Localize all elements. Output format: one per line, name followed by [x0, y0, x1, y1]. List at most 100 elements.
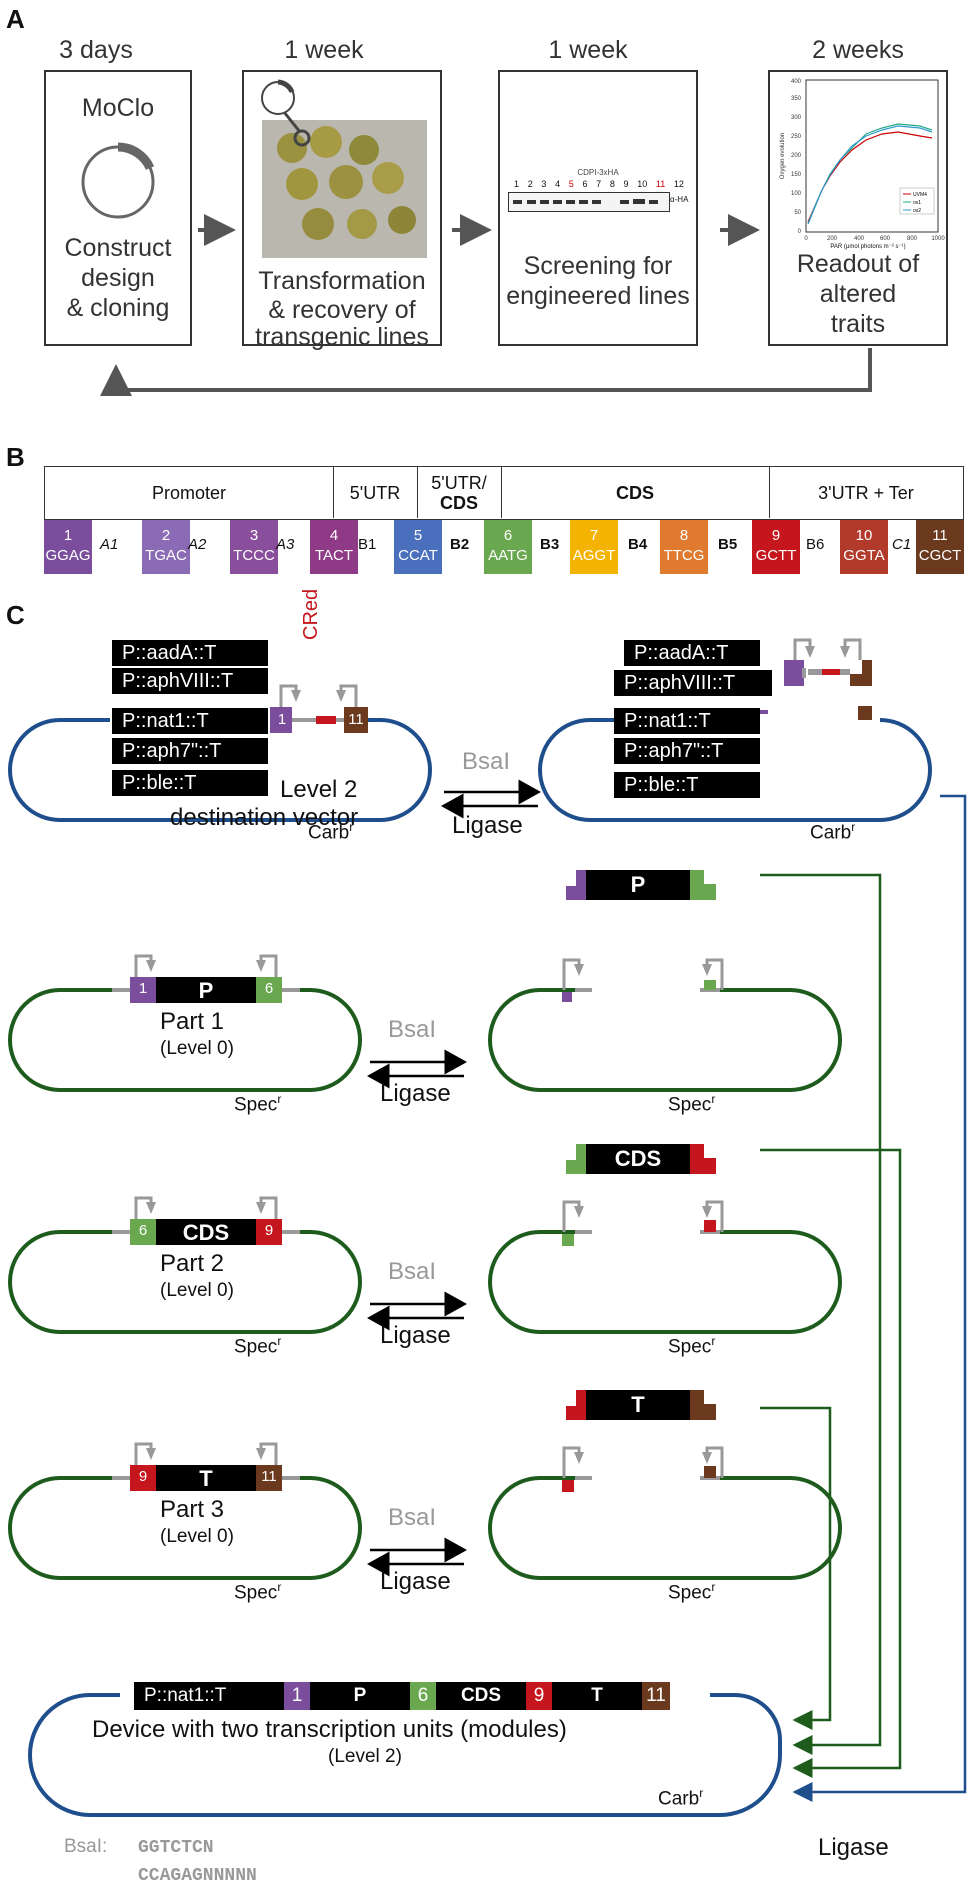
fragment-p: P — [630, 872, 646, 897]
marker-ble: P::ble::T — [112, 770, 268, 796]
marker-nat1: P::nat1::T — [112, 708, 268, 734]
spec-resistance-1b: Specr — [668, 1092, 716, 1116]
gap-label: B5 — [718, 536, 738, 553]
part-overhang: GGTA — [843, 547, 885, 564]
xtick: 600 — [880, 236, 891, 242]
blot-title: CDPI-3xHA — [577, 168, 619, 177]
part3-mid: T — [199, 1466, 213, 1491]
bsai-label-1: BsaI — [462, 748, 511, 775]
part3-level: (Level 0) — [160, 1526, 234, 1547]
ytick: 200 — [791, 153, 802, 159]
part2-name: Part 2 — [160, 1250, 225, 1277]
device-p: P — [310, 1682, 410, 1710]
bsai-label-4: BsaI — [388, 1504, 437, 1531]
device-t: T — [552, 1682, 642, 1710]
mini-chart-xlabel: PAR (μmol photons m⁻² s⁻¹) — [830, 244, 906, 250]
step4-text-1: Readout of — [796, 250, 920, 278]
segment-5utr: 5'UTR — [333, 467, 418, 518]
step2-text-3: transgenic lines — [255, 323, 429, 351]
part1-level: (Level 0) — [160, 1038, 234, 1059]
carb-resistance-2: Carbr — [810, 820, 856, 844]
xtick: 800 — [907, 236, 918, 242]
segment-promoter: Promoter — [45, 467, 334, 518]
part1-left-site: 1 — [138, 980, 148, 997]
gap-label: C1 — [892, 536, 912, 553]
legend-item: ox2 — [913, 208, 921, 214]
device-level: (Level 2) — [328, 1746, 402, 1767]
device-bar: P::nat1::T 1 P 6 CDS 9 T 11 — [134, 1682, 670, 1710]
bsai-site-label: BsaI: — [64, 1836, 108, 1857]
ligase-label-3: Ligase — [380, 1322, 451, 1349]
fragment-t: T — [631, 1392, 645, 1417]
ytick: 0 — [798, 229, 802, 235]
step1-duration: 3 days — [59, 36, 133, 64]
step1-text-1: Construct — [64, 234, 172, 262]
panel-a-arrows — [100, 214, 872, 396]
step4-duration: 2 weeks — [812, 36, 904, 64]
ytick: 350 — [791, 96, 802, 102]
device-title: Device with two transcription units (mod… — [92, 1716, 567, 1743]
ligase-bottom: Ligase — [818, 1834, 889, 1861]
part2-right-site: 9 — [264, 1222, 274, 1239]
step2-text-2: & recovery of — [268, 296, 416, 324]
blot-membrane — [508, 192, 670, 212]
step1-box: MoClo Construct design & cloning — [44, 70, 192, 346]
part-overhang: CGCT — [918, 547, 962, 564]
bsai-label-3: BsaI — [388, 1258, 437, 1285]
step3-text-2: engineered lines — [506, 282, 690, 310]
marker-nat1-2: P::nat1::T — [614, 708, 760, 734]
device-site-11: 11 — [642, 1682, 670, 1710]
part2-mid: CDS — [182, 1220, 230, 1245]
spec-resistance-2b: Specr — [668, 1334, 716, 1358]
part-number: 5 — [413, 527, 423, 544]
xtick: 200 — [827, 236, 838, 242]
part-number: 2 — [161, 527, 171, 544]
ligase-label-1: Ligase — [452, 812, 523, 839]
device-marker: P::nat1::T — [134, 1682, 284, 1710]
part-number: 3 — [249, 527, 259, 544]
part-number: 6 — [503, 527, 513, 544]
step3-text-1: Screening for — [523, 252, 673, 280]
part-number: 8 — [679, 527, 689, 544]
step4-text-2: altered — [819, 280, 897, 308]
panel-a-letter: A — [6, 4, 25, 34]
mini-chart: 0 50 100 150 200 250 300 350 400 0 200 4… — [780, 79, 945, 242]
part-overhang: GCTT — [755, 547, 797, 564]
part1-right-site: 6 — [264, 980, 274, 997]
bsai-seq-top: GGTCTCN — [138, 1838, 214, 1858]
bsai-label-2: BsaI — [388, 1016, 437, 1043]
part-number: 1 — [63, 527, 73, 544]
ytick: 400 — [791, 79, 802, 85]
marker-aada: P::aadA::T — [112, 640, 268, 666]
gap-label: A3 — [276, 536, 295, 553]
marker-ble-2: P::ble::T — [614, 772, 760, 798]
moclo-label: MoClo — [81, 94, 155, 122]
cred-label: CRed — [300, 588, 322, 640]
ytick: 150 — [791, 172, 802, 178]
step1-text-2: design — [81, 264, 155, 292]
legend-item: ox1 — [913, 200, 921, 206]
spec-resistance-3b: Specr — [668, 1580, 716, 1604]
part-number: 9 — [771, 527, 781, 544]
part1-name: Part 1 — [160, 1008, 225, 1035]
ligase-label-2: Ligase — [380, 1080, 451, 1107]
device-site-1: 1 — [284, 1682, 310, 1710]
ytick: 100 — [791, 191, 802, 197]
gap-label: B2 — [450, 536, 470, 553]
level2-title: Level 2 — [280, 776, 358, 803]
gap-label: B4 — [628, 536, 648, 553]
gap-label: B3 — [540, 536, 560, 553]
segment-bar: Promoter 5'UTR 5'UTR/CDS CDS 3'UTR + Ter — [44, 466, 964, 520]
xtick: 400 — [854, 236, 865, 242]
